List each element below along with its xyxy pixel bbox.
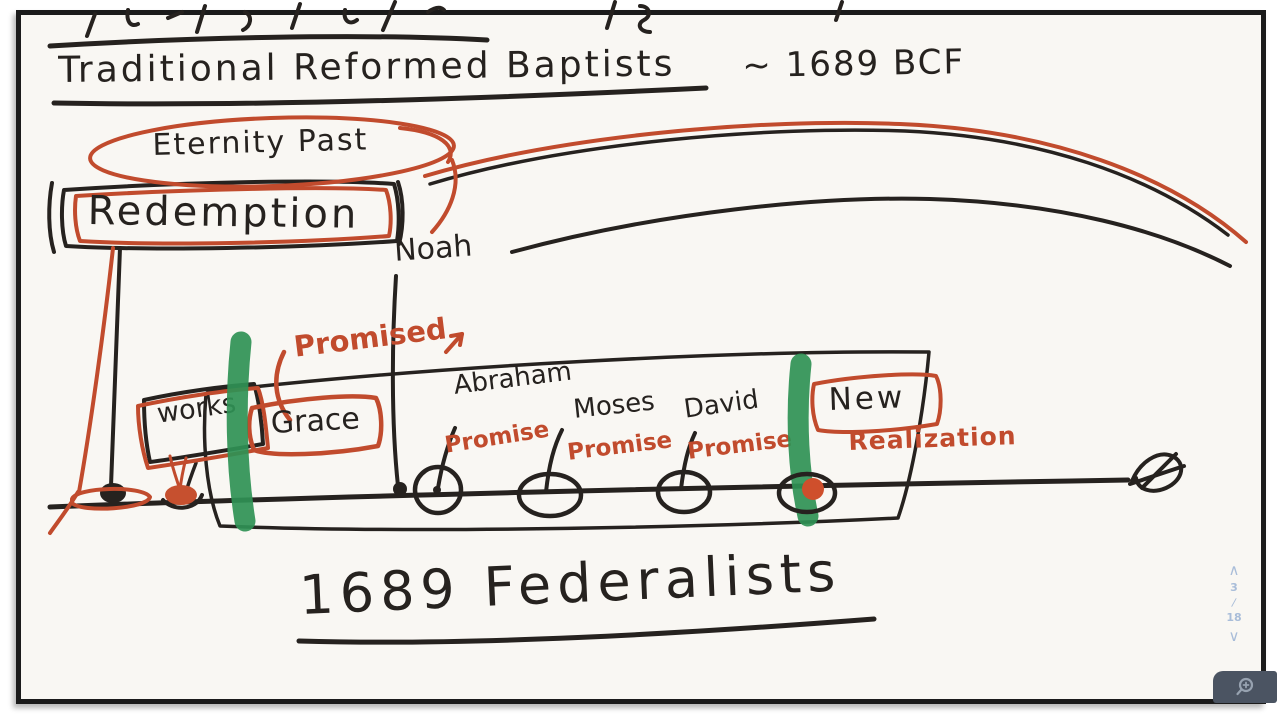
magnifier-plus-icon <box>1236 677 1254 696</box>
page-navigator: ∧ 3 / 18 ∨ <box>1218 560 1250 656</box>
drawing-canvas[interactable] <box>16 10 1266 704</box>
page-total: 18 <box>1226 611 1242 624</box>
page-current: 3 <box>1230 581 1238 594</box>
zoom-button[interactable] <box>1213 671 1277 703</box>
chevron-up-icon[interactable]: ∧ <box>1228 561 1240 579</box>
chevron-down-icon[interactable]: ∨ <box>1228 627 1240 645</box>
page-separator: / <box>1230 595 1238 610</box>
